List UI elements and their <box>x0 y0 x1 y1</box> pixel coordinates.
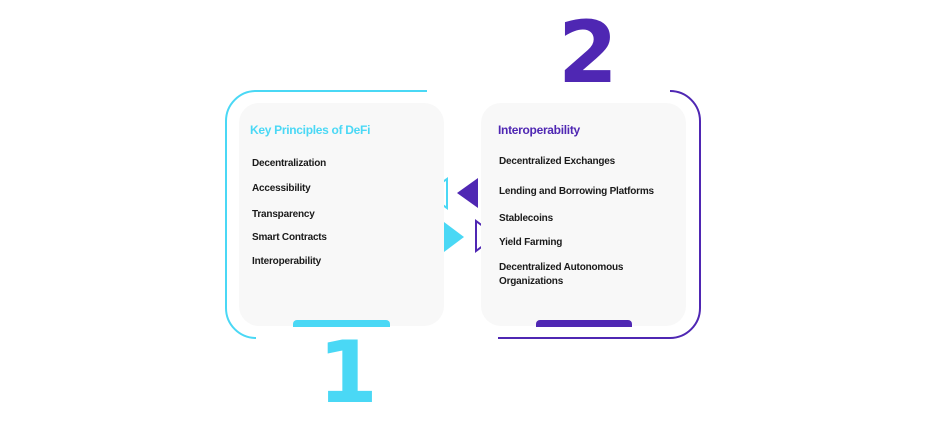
frame-lines <box>225 90 701 339</box>
cyan-bar <box>293 320 390 327</box>
list-item: Stablecoins <box>499 213 553 224</box>
step-number-2: 2 <box>558 3 618 103</box>
list-item: Lending and Borrowing Platforms <box>499 186 654 197</box>
triangle-left-filled-icon <box>457 178 478 208</box>
card-key-principles <box>239 103 444 326</box>
list-item: Interoperability <box>252 256 322 267</box>
list-item: Decentralization <box>252 158 327 169</box>
list-item: Transparency <box>252 209 315 220</box>
step-number-1: 1 <box>318 323 378 423</box>
list-item: Decentralized Exchanges <box>499 156 616 167</box>
purple-bar <box>536 320 632 327</box>
cyan-frame <box>225 90 427 339</box>
list-item: Yield Farming <box>499 237 563 248</box>
list-item: Decentralized Autonomous Organizations <box>499 262 624 287</box>
card-interoperability <box>481 103 686 326</box>
triangle-right-filled-icon <box>444 222 464 252</box>
purple-frame <box>498 90 701 339</box>
card-1-title: Key Principles of DeFi <box>250 123 371 137</box>
list-item: Smart Contracts <box>252 232 327 243</box>
card-2-title: Interoperability <box>498 123 580 137</box>
list-item: Accessibility <box>252 183 311 194</box>
